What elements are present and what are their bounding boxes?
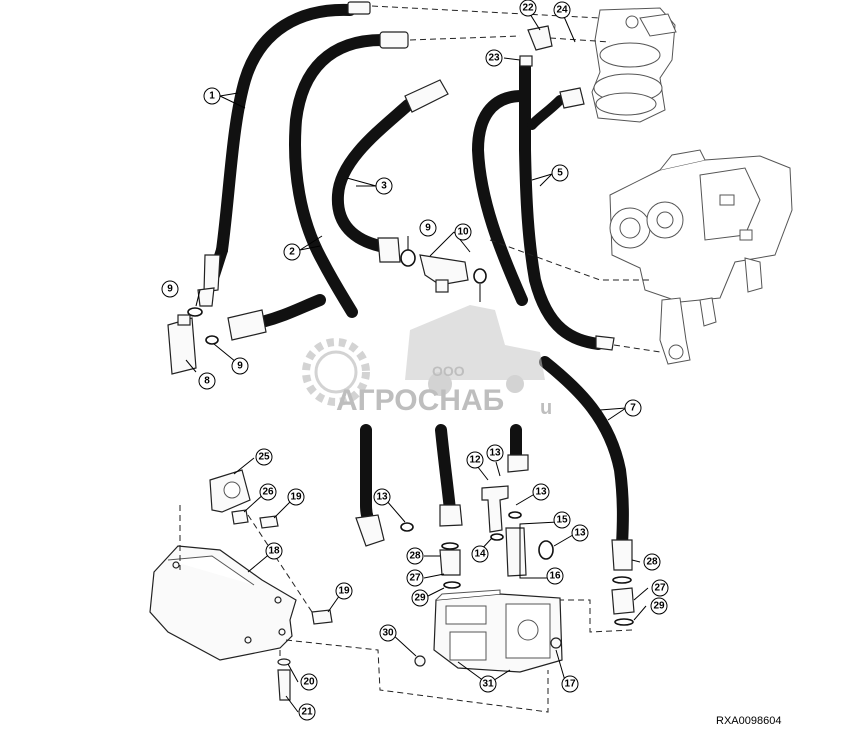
callout-17: 17 <box>561 675 579 693</box>
svg-text:28: 28 <box>646 557 658 568</box>
svg-text:5: 5 <box>557 168 563 179</box>
callout-29b: 29 <box>650 597 668 615</box>
svg-text:19: 19 <box>290 492 302 503</box>
motor-assembly-top-right <box>591 7 677 123</box>
svg-text:22: 22 <box>522 3 534 14</box>
callout-20: 20 <box>300 673 318 691</box>
callout-19a: 19 <box>287 488 305 506</box>
svg-text:9: 9 <box>167 284 173 295</box>
callout-9b: 9 <box>231 357 249 375</box>
callout-26: 26 <box>259 483 277 501</box>
svg-text:27: 27 <box>409 573 421 584</box>
callout-23: 23 <box>485 49 503 67</box>
watermark-brand-top: ООО <box>432 363 465 379</box>
callout-27b: 27 <box>651 579 669 597</box>
pump-assembly-right <box>609 149 793 365</box>
callout-14: 14 <box>471 545 489 563</box>
svg-text:17: 17 <box>564 679 576 690</box>
svg-text:3: 3 <box>381 181 387 192</box>
callout-8: 8 <box>198 372 216 390</box>
callout-1: 1 <box>203 87 221 105</box>
callout-22: 22 <box>519 0 537 17</box>
svg-text:9: 9 <box>425 223 431 234</box>
callout-28b: 28 <box>643 553 661 571</box>
svg-text:18: 18 <box>268 546 280 557</box>
watermark-brand-suffix: u <box>540 397 552 419</box>
callout-30: 30 <box>379 624 397 642</box>
svg-text:15: 15 <box>556 515 568 526</box>
bracket-assembly <box>149 469 333 701</box>
callout-12: 12 <box>466 451 484 469</box>
svg-text:12: 12 <box>469 455 481 466</box>
callout-9c: 9 <box>419 219 437 237</box>
svg-text:13: 13 <box>489 448 501 459</box>
svg-text:23: 23 <box>488 53 500 64</box>
svg-text:19: 19 <box>338 586 350 597</box>
svg-text:13: 13 <box>376 492 388 503</box>
callout-10: 10 <box>454 223 472 241</box>
svg-text:10: 10 <box>457 227 469 238</box>
callout-18: 18 <box>265 542 283 560</box>
callout-24: 24 <box>553 1 571 19</box>
callout-5: 5 <box>551 164 569 182</box>
callout-15: 15 <box>553 511 571 529</box>
svg-text:24: 24 <box>556 5 568 16</box>
svg-text:20: 20 <box>303 677 315 688</box>
callout-2: 2 <box>283 243 301 261</box>
fittings <box>167 1 635 626</box>
callout-13d: 13 <box>571 524 589 542</box>
svg-text:21: 21 <box>301 707 313 718</box>
gear-logo-icon <box>302 338 370 406</box>
callout-16: 16 <box>546 567 564 585</box>
callout-3: 3 <box>375 177 393 195</box>
svg-text:29: 29 <box>653 601 665 612</box>
svg-text:1: 1 <box>209 91 215 102</box>
callout-31: 31 <box>479 675 497 693</box>
callout-13b: 13 <box>373 488 391 506</box>
callout-9a: 9 <box>161 280 179 298</box>
svg-text:29: 29 <box>414 593 426 604</box>
svg-text:25: 25 <box>258 452 270 463</box>
callout-13c: 13 <box>532 483 550 501</box>
valve-block <box>414 589 563 673</box>
watermark: ООО АГРОСНАБ u <box>302 305 552 419</box>
svg-text:13: 13 <box>535 487 547 498</box>
callout-28a: 28 <box>406 547 424 565</box>
svg-text:26: 26 <box>262 487 274 498</box>
callout-25: 25 <box>255 448 273 466</box>
combine-harvester-icon <box>405 305 545 396</box>
callout-21: 21 <box>298 703 316 721</box>
callout-7: 7 <box>624 399 642 417</box>
callout-27a: 27 <box>406 569 424 587</box>
svg-text:2: 2 <box>289 247 295 258</box>
svg-text:9: 9 <box>237 361 243 372</box>
figure-reference-code: RXA0098604 <box>716 715 781 727</box>
svg-text:28: 28 <box>409 551 421 562</box>
callout-19b: 19 <box>335 582 353 600</box>
svg-text:30: 30 <box>382 628 394 639</box>
callout-29a: 29 <box>411 589 429 607</box>
svg-text:14: 14 <box>474 549 486 560</box>
svg-text:8: 8 <box>204 376 210 387</box>
svg-text:27: 27 <box>654 583 666 594</box>
svg-text:31: 31 <box>482 679 494 690</box>
hoses <box>208 3 629 551</box>
svg-text:16: 16 <box>549 571 561 582</box>
svg-text:7: 7 <box>630 403 636 414</box>
watermark-brand-main: АГРОСНАБ <box>336 384 504 417</box>
callouts: 1 2 3 5 7 8 9 9 9 10 12 13 13 13 13 13 1… <box>161 0 669 721</box>
svg-text:13: 13 <box>574 528 586 539</box>
callout-13a: 13 <box>486 444 504 462</box>
